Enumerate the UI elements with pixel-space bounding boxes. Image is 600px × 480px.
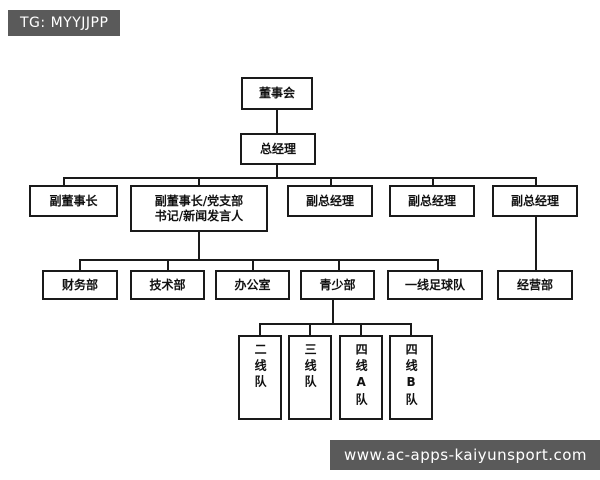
node-vice-chairman-party-line1: 副董事长/党支部: [154, 193, 244, 208]
watermark-top-left: TG: MYYJJPP: [8, 10, 121, 36]
drop-team-fourth-a: [360, 323, 362, 335]
node-office[interactable]: 办公室: [215, 270, 290, 300]
node-team-fourth-b-label: 四线B队: [404, 343, 419, 409]
bus-level3: [63, 177, 535, 179]
drop-deputy-gm-3: [535, 177, 537, 185]
watermark-top-left-text: TG: MYYJJPP: [20, 15, 109, 31]
node-board[interactable]: 董事会: [241, 77, 313, 110]
drop-youth-dept: [338, 259, 340, 270]
drop-team-fourth-b: [410, 323, 412, 335]
node-team-third[interactable]: 三线队: [288, 335, 332, 420]
drop-vice-chairman-party: [198, 177, 200, 185]
node-deputy-gm-3-label: 副总经理: [510, 193, 559, 208]
node-deputy-gm-2-label: 副总经理: [407, 193, 456, 208]
node-first-team[interactable]: 一线足球队: [387, 270, 483, 300]
drop-team-second: [259, 323, 261, 335]
node-operations-dept[interactable]: 经营部: [497, 270, 573, 300]
connector-deputy-gm-to-operations: [535, 217, 537, 270]
node-youth-dept[interactable]: 青少部: [300, 270, 375, 300]
node-vice-chairman[interactable]: 副董事长: [29, 185, 118, 217]
watermark-bottom-right: www.ac-apps-kaiyunsport.com: [330, 440, 600, 470]
node-deputy-gm-2[interactable]: 副总经理: [389, 185, 475, 217]
node-first-team-label: 一线足球队: [404, 277, 465, 292]
drop-technology-dept: [167, 259, 169, 270]
drop-vice-chairman: [63, 177, 65, 185]
node-board-label: 董事会: [258, 86, 295, 100]
connector-board-to-gm: [276, 110, 278, 133]
node-vice-chairman-label: 副董事长: [49, 193, 98, 208]
connector-youth-to-teams: [332, 300, 334, 323]
node-vice-chairman-party[interactable]: 副董事长/党支部 书记/新闻发言人: [130, 185, 268, 232]
bus-level5: [259, 323, 411, 325]
drop-deputy-gm-1: [330, 177, 332, 185]
drop-first-team: [437, 259, 439, 270]
drop-office: [252, 259, 254, 270]
node-team-second-label: 二线队: [253, 343, 268, 391]
node-team-fourth-a-label: 四线A队: [354, 343, 369, 409]
watermark-bottom-right-text: www.ac-apps-kaiyunsport.com: [344, 446, 588, 464]
connector-gm-drop: [276, 165, 278, 177]
node-team-third-label: 三线队: [303, 343, 318, 391]
node-office-label: 办公室: [234, 277, 271, 292]
node-team-fourth-a[interactable]: 四线A队: [339, 335, 383, 420]
node-deputy-gm-1[interactable]: 副总经理: [287, 185, 373, 217]
drop-finance-dept: [79, 259, 81, 270]
node-finance-dept-label: 财务部: [61, 277, 98, 292]
node-youth-dept-label: 青少部: [319, 277, 356, 292]
node-general-manager[interactable]: 总经理: [240, 133, 316, 165]
drop-team-third: [309, 323, 311, 335]
node-deputy-gm-1-label: 副总经理: [305, 193, 354, 208]
connector-party-to-departments: [198, 232, 200, 259]
node-operations-dept-label: 经营部: [516, 277, 553, 292]
node-vice-chairman-party-line2: 书记/新闻发言人: [154, 208, 244, 223]
drop-deputy-gm-2: [432, 177, 434, 185]
node-team-second[interactable]: 二线队: [238, 335, 282, 420]
node-technology-dept[interactable]: 技术部: [130, 270, 205, 300]
node-technology-dept-label: 技术部: [149, 277, 186, 292]
bus-level4: [79, 259, 439, 261]
node-general-manager-label: 总经理: [259, 141, 296, 156]
node-team-fourth-b[interactable]: 四线B队: [389, 335, 433, 420]
node-deputy-gm-3[interactable]: 副总经理: [492, 185, 578, 217]
node-finance-dept[interactable]: 财务部: [42, 270, 118, 300]
